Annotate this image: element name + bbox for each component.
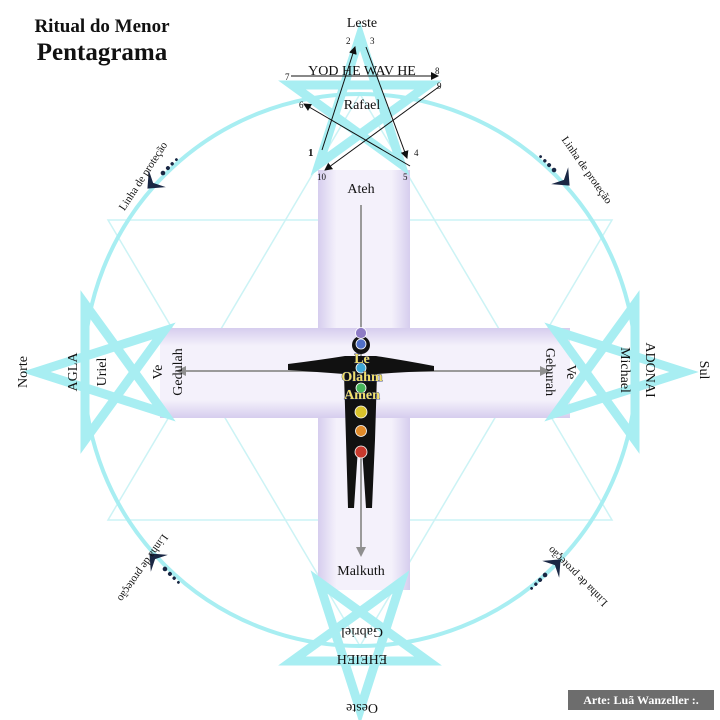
trace-arrow-down-right — [365, 46, 409, 159]
pentagram-south — [544, 290, 699, 454]
trace-arrow-up-left — [303, 103, 411, 167]
east-divine-name: YOD HE WAV HE — [308, 64, 416, 79]
chakra-third-eye — [355, 338, 367, 350]
cross-left-label-1: Ve — [151, 365, 166, 380]
trace-label: 1 — [308, 147, 314, 159]
chevron-southeast-icon — [539, 155, 570, 186]
trace-label: 6 — [299, 100, 304, 110]
pentagram-west — [278, 570, 442, 720]
chakra-crown — [355, 327, 367, 339]
south-quarter: ADONAI Michael — [617, 342, 657, 398]
cross-right-label-1: Ve — [563, 365, 578, 380]
chevron-southwest-icon — [530, 559, 561, 590]
diagram-title: Ritual do Menor Pentagrama — [14, 16, 190, 68]
chakra-sacral — [355, 425, 367, 437]
center-word-olahm: Olahm — [341, 370, 383, 385]
trace-sequence-labels: 2 3 7 8 9 6 1 4 10 5 — [285, 36, 442, 182]
direction-west: Oeste — [346, 700, 378, 715]
direction-north: Norte — [16, 356, 31, 388]
chakra-solar-plexus — [354, 405, 368, 419]
trace-label: 4 — [414, 148, 419, 158]
west-archangel: Gabriel — [341, 624, 383, 639]
east-quarter: YOD HE WAV HE Rafael 2 3 7 8 9 6 1 4 10 … — [285, 36, 442, 182]
chevron-northwest-icon — [149, 553, 180, 584]
trace-label: 10 — [317, 172, 327, 182]
trace-label: 2 — [346, 36, 351, 46]
chevron-northeast-icon — [147, 158, 178, 189]
east-archangel: Rafael — [344, 98, 381, 113]
west-divine-name: EHEIEH — [337, 651, 388, 666]
pentagram-north — [21, 290, 176, 454]
trace-arrow-down-left — [324, 85, 441, 171]
chakra-throat — [355, 362, 367, 374]
south-archangel: Michael — [617, 347, 632, 393]
cross-top-label: Ateh — [347, 182, 374, 197]
cross-left-label-2: Gedulah — [171, 348, 186, 395]
south-divine-name: ADONAI — [642, 342, 657, 398]
center-word-le: Le — [354, 352, 370, 367]
center-words: Le Olahm Amen — [341, 352, 383, 404]
direction-south: Sul — [696, 361, 711, 380]
trace-label: 9 — [437, 81, 442, 91]
north-archangel: Uriel — [95, 358, 110, 387]
direction-east: Leste — [347, 16, 377, 31]
direction-labels: Leste Oeste Norte Sul — [16, 16, 711, 715]
chakra-points — [354, 327, 368, 459]
chakra-heart — [355, 382, 367, 394]
center-word-amen: Amen — [344, 388, 380, 403]
pentagrams — [21, 21, 699, 720]
protection-line-label-se: Linha de proteção — [545, 543, 610, 608]
west-quarter: EHEIEH Gabriel — [337, 624, 388, 666]
trace-label: 5 — [403, 172, 408, 182]
cross-right-label-2: Geburah — [542, 348, 557, 396]
chakra-root — [354, 445, 368, 459]
cross-bottom-label: Malkuth — [337, 564, 384, 579]
title-line-2: Pentagrama — [36, 39, 168, 66]
cross-labels: Ateh Malkuth Ve Geburah Ve Gedulah — [151, 182, 578, 579]
artist-credit: Arte: Luã Wanzeller :. — [568, 690, 714, 710]
trace-label: 8 — [435, 66, 440, 76]
trace-label: 3 — [370, 36, 375, 46]
tracing-arrows — [291, 46, 441, 171]
trace-arrow-up — [321, 46, 357, 151]
title-line-1: Ritual do Menor — [34, 16, 170, 37]
pentagram-east — [278, 21, 442, 176]
north-divine-name: AGLA — [66, 352, 81, 392]
protection-chevrons — [147, 155, 570, 590]
trace-label: 7 — [285, 72, 290, 82]
north-quarter: AGLA Uriel — [66, 352, 110, 392]
